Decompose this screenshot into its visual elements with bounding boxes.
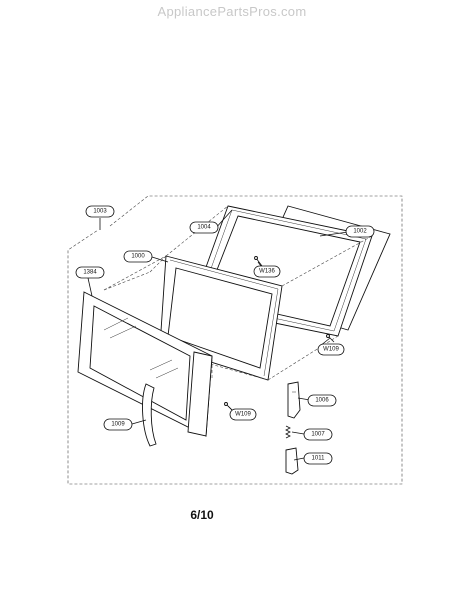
svg-text:1002: 1002 [353, 229, 367, 235]
callout-1004: 1004 [189, 221, 219, 234]
svg-text:1007: 1007 [311, 432, 325, 438]
svg-text:1009: 1009 [111, 422, 125, 428]
part-screw-w109-frame [326, 334, 335, 343]
callout-1000: 1000 [123, 250, 153, 263]
svg-text:W136: W136 [259, 269, 275, 275]
alignment-guides [103, 205, 373, 381]
callout-w136: W136 [253, 265, 281, 278]
svg-text:1004: 1004 [197, 225, 211, 231]
svg-text:W109: W109 [323, 347, 339, 353]
part-door-front [77, 291, 213, 437]
svg-text:1011: 1011 [312, 456, 326, 462]
assembly-boundary [67, 195, 403, 485]
svg-text:1006: 1006 [315, 398, 329, 404]
svg-text:1000: 1000 [131, 254, 145, 260]
callout-w109-lower: W109 [229, 408, 257, 421]
callout-1002: 1002 [345, 225, 375, 238]
part-latch-hook [287, 381, 301, 419]
callout-1011: 1011 [303, 452, 333, 465]
callout-w109-frame: W109 [317, 343, 345, 356]
svg-text:1384: 1384 [83, 270, 97, 276]
part-screw-w136 [254, 256, 263, 267]
callout-1384: 1384 [75, 266, 105, 279]
callout-1007: 1007 [303, 428, 333, 441]
part-spring [285, 425, 291, 439]
watermark: AppliancePartsPros.com [157, 4, 307, 19]
callout-1006: 1006 [307, 394, 337, 407]
callout-1009: 1009 [103, 418, 133, 431]
callout-1003: 1003 [85, 205, 115, 218]
svg-text:1003: 1003 [93, 209, 107, 215]
part-handle [142, 383, 157, 447]
part-latch-lever [285, 447, 299, 475]
page-number: 6/10 [190, 508, 214, 522]
svg-text:W109: W109 [235, 412, 251, 418]
